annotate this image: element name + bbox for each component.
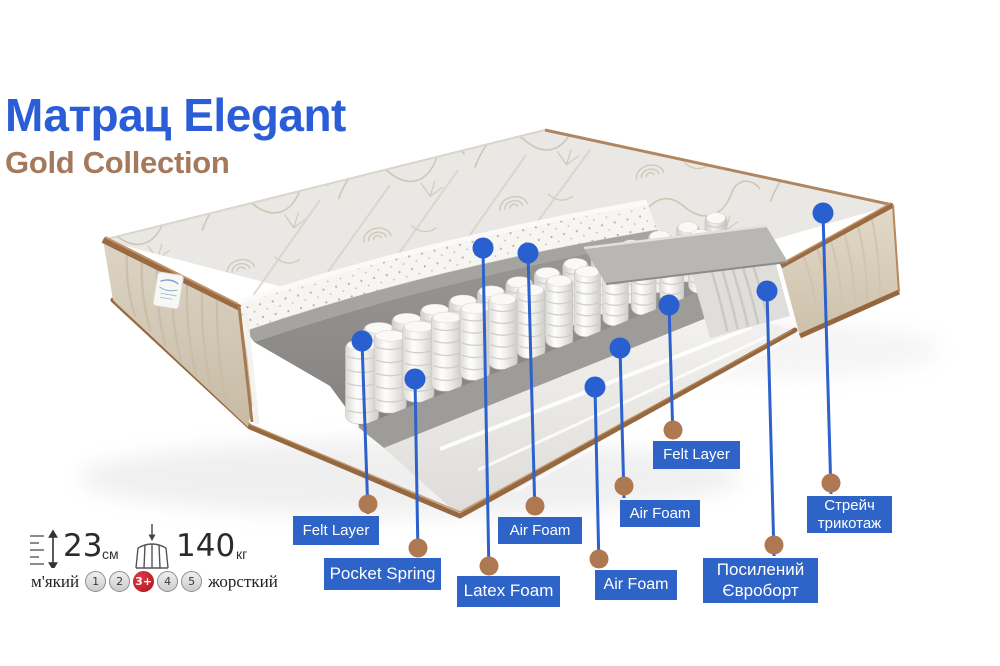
right-side-ribs	[802, 216, 881, 327]
callout-anchor-dots	[351, 202, 834, 398]
firmness-level-3-selected: 3+	[133, 571, 155, 592]
callout-air-foam-2: Air Foam	[595, 570, 677, 600]
firmness-level-5: 5	[181, 571, 203, 592]
max-weight-value: 140	[176, 528, 236, 564]
height-ruler-icon	[30, 529, 58, 568]
callout-euroborder: Посилений Євроборт	[703, 558, 818, 603]
max-weight-unit: кг	[236, 546, 248, 562]
callout-pocket-spring: Pocket Spring	[324, 558, 441, 590]
header: Матрац Elegant Gold Collection	[5, 92, 346, 178]
collection-subtitle: Gold Collection	[5, 145, 230, 180]
callout-air-foam-3: Air Foam	[620, 500, 700, 527]
callout-label-dots	[358, 420, 841, 576]
firmness-scale: м'який 1 2 3+ 4 5 жорсткий	[28, 571, 281, 592]
lower-felt-layer	[358, 292, 724, 448]
callout-lines	[360, 212, 833, 575]
firmness-level-4: 4	[157, 571, 179, 592]
upper-felt-layer	[246, 230, 664, 342]
firmness-soft-label: м'який	[31, 571, 80, 591]
product-title: Матрац Elegant	[5, 89, 346, 141]
left-side-ribs	[125, 253, 228, 406]
callout-stretch-knit: Стрейч трикотаж	[807, 496, 892, 533]
firmness-hard-label: жорсткий	[208, 571, 278, 591]
callout-felt-layer-left: Felt Layer	[293, 516, 379, 545]
firmness-level-2: 2	[109, 571, 131, 592]
lifted-cover-flap	[583, 224, 789, 285]
callout-latex-foam: Latex Foam	[457, 576, 560, 607]
right-side-euroborder	[779, 202, 901, 339]
left-side-cover	[101, 236, 260, 427]
callout-felt-layer-right: Felt Layer	[653, 441, 740, 469]
weight-spring-icon	[135, 524, 169, 569]
firmness-level-1: 1	[85, 571, 107, 592]
height-value: 23	[63, 528, 103, 564]
dimensions-row: 23 см 140 кг	[28, 524, 308, 570]
brand-tag	[152, 271, 184, 310]
height-unit: см	[102, 546, 119, 562]
callout-air-foam-1: Air Foam	[498, 517, 582, 544]
